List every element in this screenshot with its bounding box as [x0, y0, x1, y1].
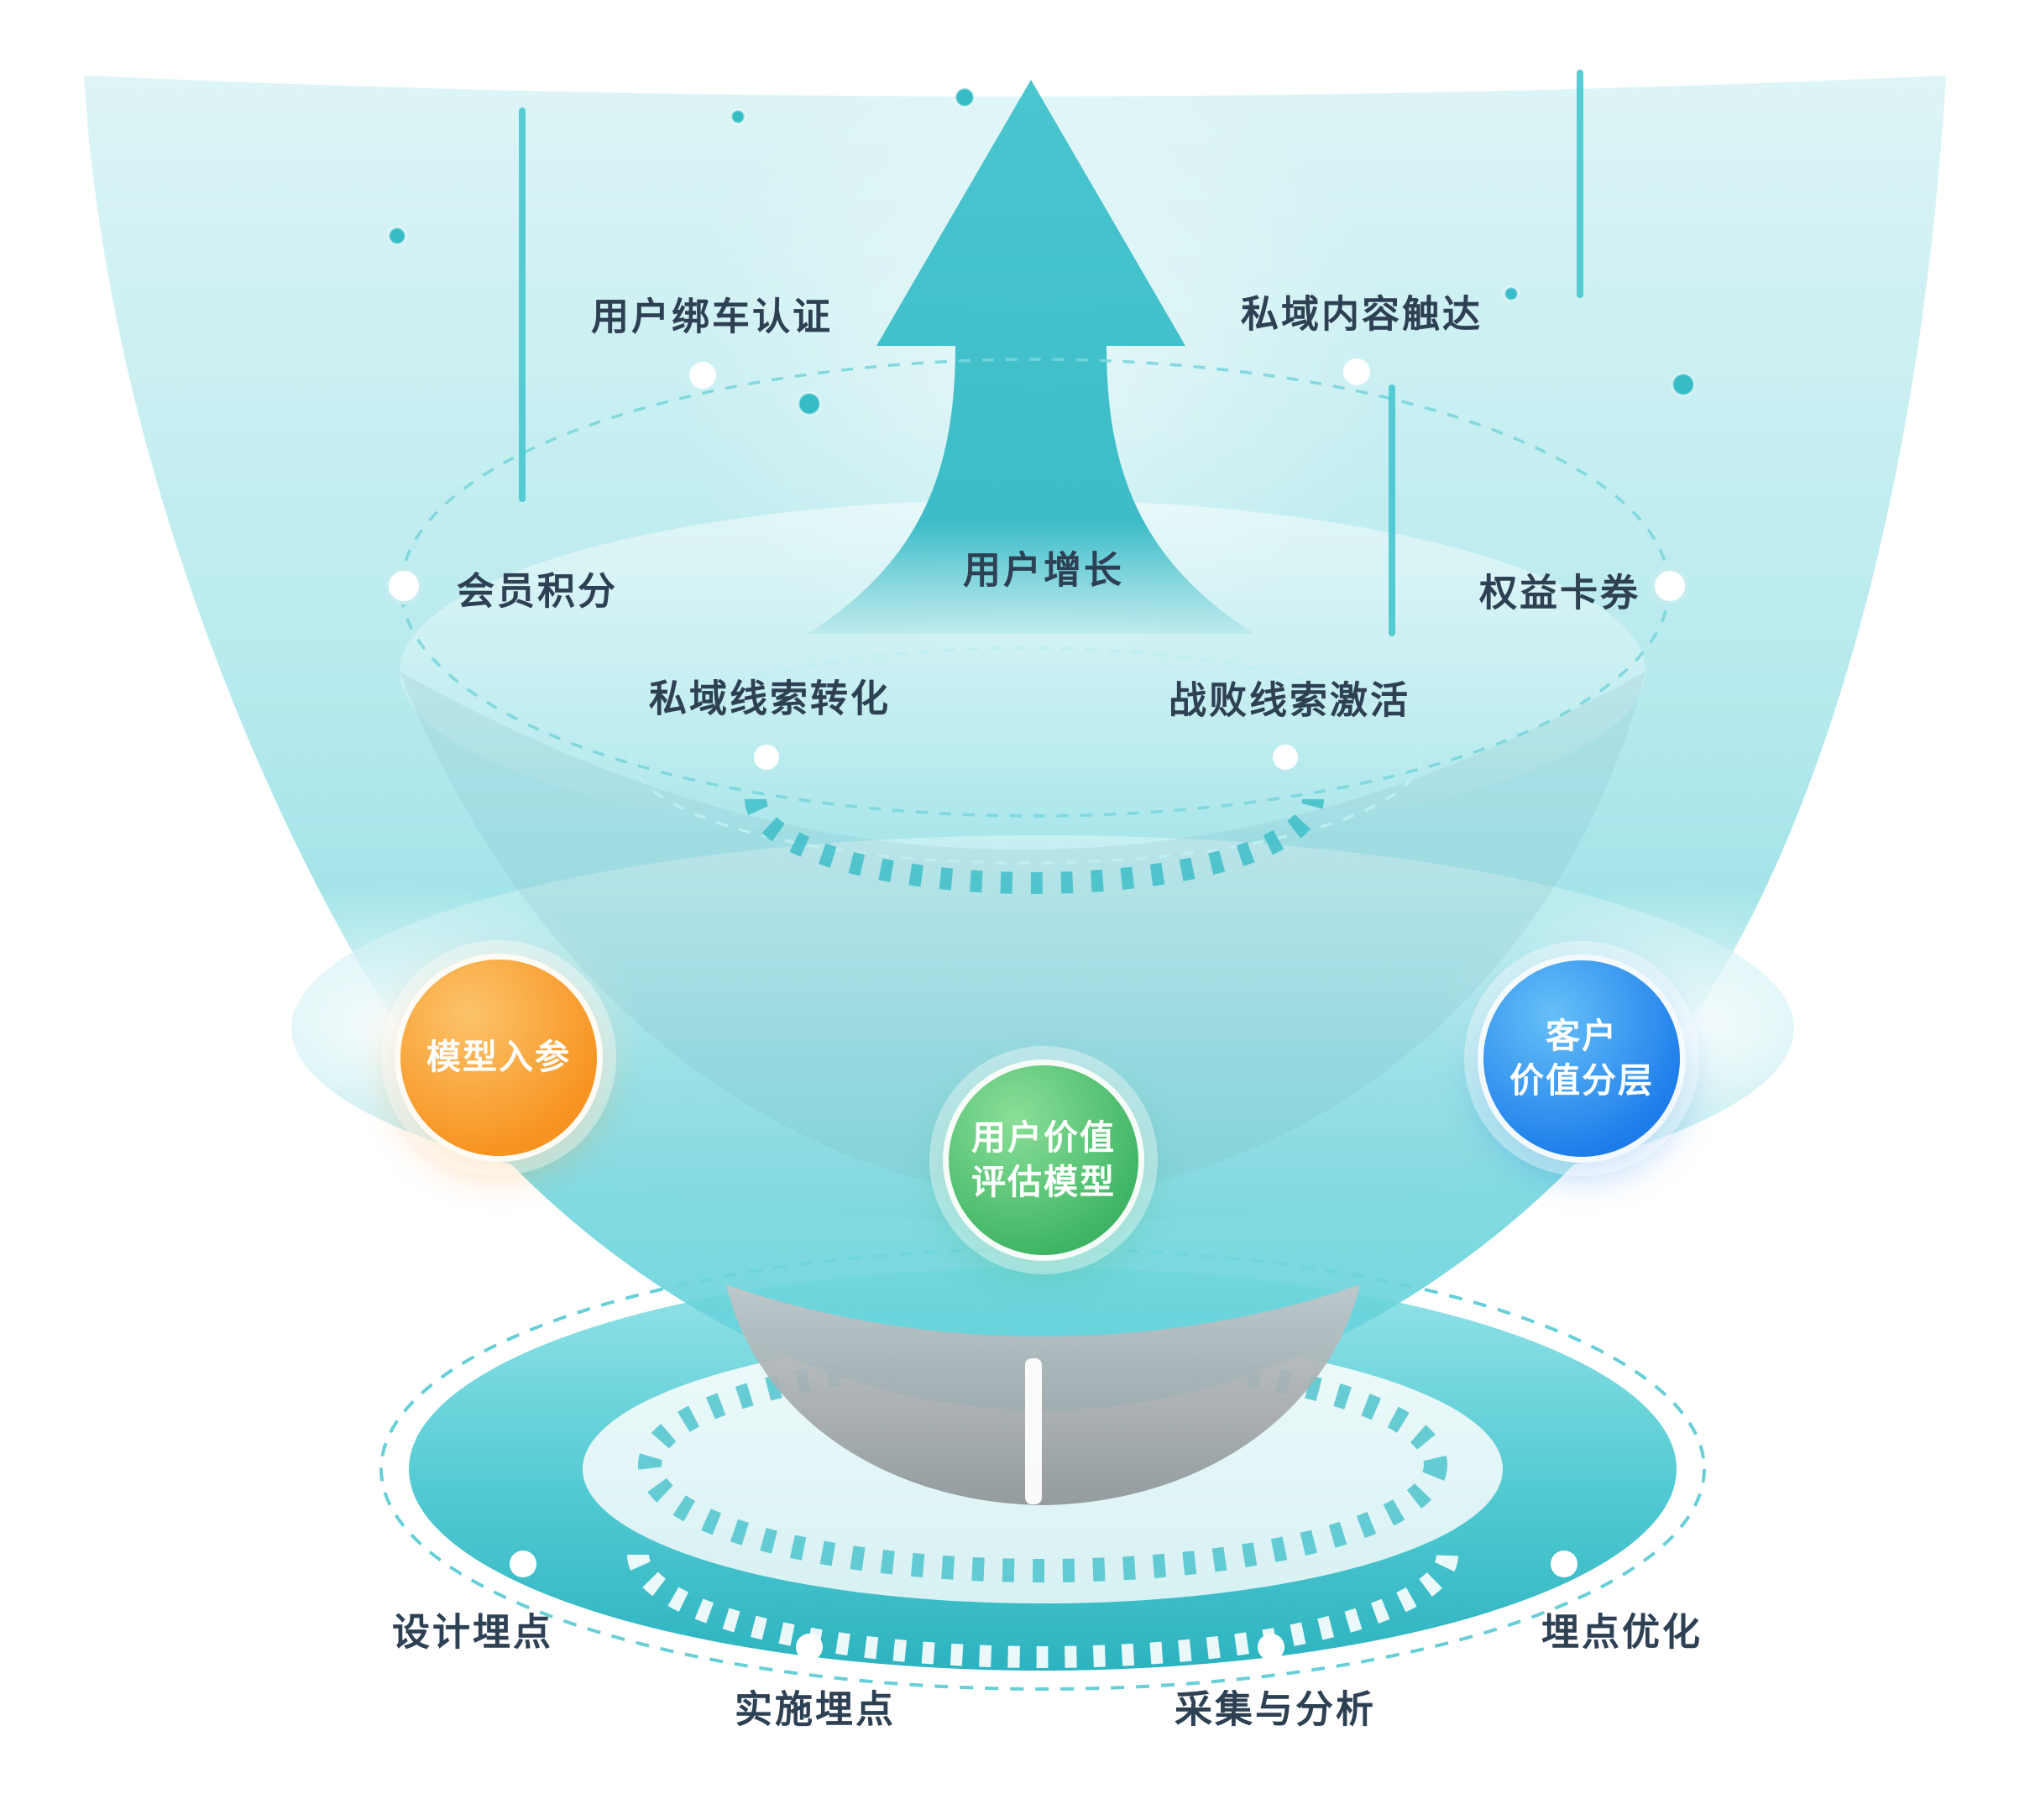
label-step-design: 设计埋点 — [391, 1610, 554, 1654]
label-private-content-reach: 私域内容触达 — [1240, 292, 1483, 336]
dot-private-lead-conversion — [754, 745, 779, 770]
streak-lines — [519, 70, 1583, 636]
model-core-bubble: 用户价值 评估模型 — [943, 1059, 1144, 1261]
dot-private-content-reach — [1343, 358, 1370, 385]
label-lost-lead-activation: 战败线索激活 — [1168, 678, 1411, 722]
model-core-label-line1: 用户价值 — [971, 1117, 1116, 1157]
model-output-label-line1: 客户 — [1546, 1016, 1618, 1055]
bokeh-dot — [1503, 285, 1520, 302]
ring-outer-dashed-outline — [379, 1247, 1706, 1691]
streak-line-middle-right — [1389, 384, 1395, 636]
upper-gear-ticks — [745, 798, 1324, 894]
dot-step-optimize — [1551, 1551, 1577, 1577]
dot-step-implement — [796, 1634, 823, 1660]
gray-bowl-white-bar — [1025, 1358, 1042, 1504]
dot-user-bind-auth — [689, 362, 716, 389]
arrow-body — [808, 80, 1254, 634]
ring-front-white-ticks — [627, 1554, 1458, 1668]
label-user-bind-auth: 用户绑车认证 — [590, 295, 834, 338]
model-input-label: 模型入参 — [426, 1038, 571, 1077]
bokeh-dot — [797, 391, 822, 416]
label-step-collect: 采集与分析 — [1174, 1687, 1377, 1731]
dot-step-design — [510, 1551, 536, 1577]
funnel-inner-shadow — [400, 672, 1645, 1200]
streak-line-left — [519, 107, 526, 502]
bokeh-dots — [387, 86, 1696, 416]
label-user-growth: 用户增长 — [962, 548, 1125, 592]
dot-benefit-cards — [1651, 567, 1688, 604]
funnel-gray-bowl — [726, 1284, 1360, 1505]
model-core-label-line2: 评估模型 — [971, 1163, 1116, 1201]
bokeh-dot — [730, 108, 746, 125]
lens-body — [291, 835, 1794, 1221]
inner-dashed-orbit — [630, 646, 1422, 865]
model-output-label-line2: 价值分层 — [1509, 1061, 1654, 1100]
label-benefit-cards: 权益卡券 — [1478, 571, 1641, 615]
bokeh-dot — [1671, 372, 1696, 397]
streak-line-right — [1577, 70, 1583, 298]
dot-step-collect — [1258, 1634, 1284, 1660]
model-input-bubble: 模型入参 — [395, 954, 603, 1162]
bokeh-dot — [954, 86, 976, 108]
label-member-points: 会员积分 — [456, 569, 619, 613]
label-step-implement: 实施埋点 — [734, 1687, 897, 1731]
growth-arrow — [670, 42, 1392, 680]
bokeh-dot — [387, 226, 407, 246]
model-output-bubble: 客户 价值分层 — [1478, 954, 1686, 1163]
label-marker-dots — [385, 358, 1688, 1660]
ring-band — [409, 1268, 1677, 1671]
label-private-lead-conversion: 私域线索转化 — [648, 677, 892, 720]
dot-member-points — [385, 567, 422, 604]
gray-bowl-body — [726, 1284, 1360, 1505]
label-step-optimize: 埋点优化 — [1541, 1610, 1703, 1654]
dot-lost-lead-activation — [1273, 745, 1298, 770]
